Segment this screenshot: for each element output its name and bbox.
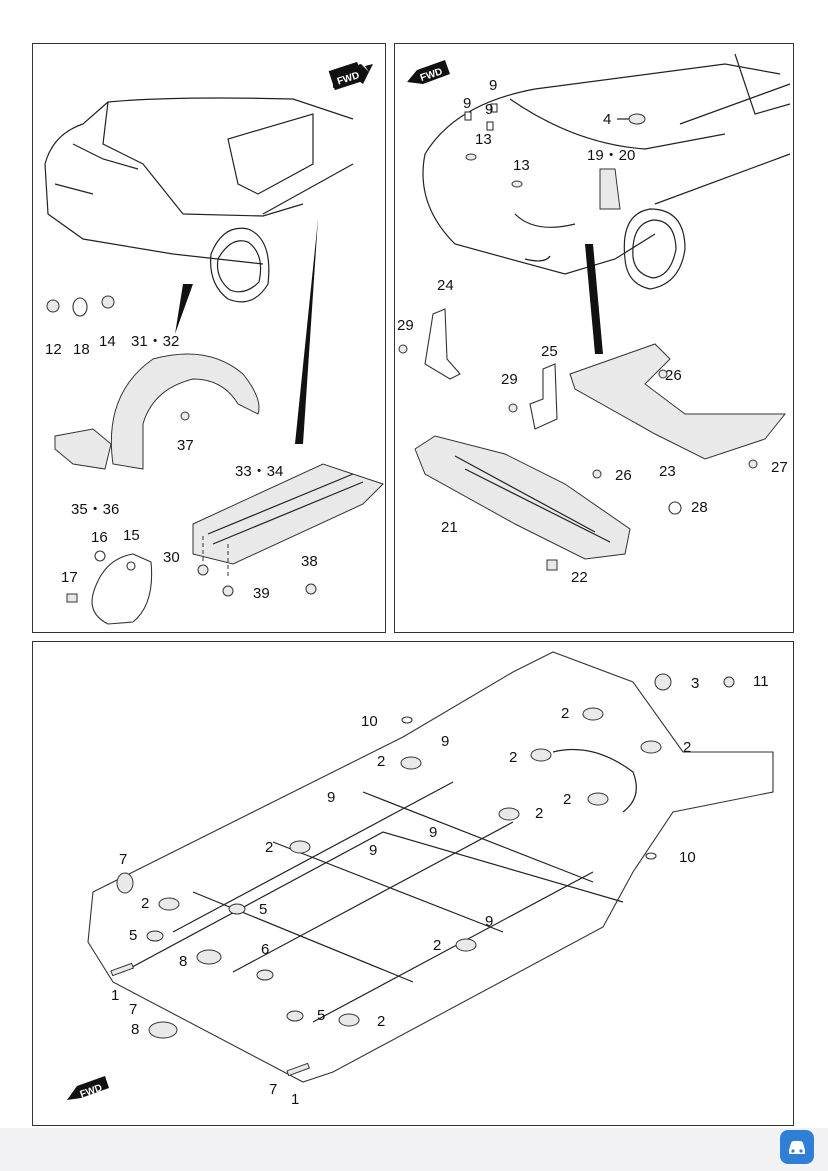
floor-cover-part-33-34: [192, 463, 384, 565]
fuel-lid-part: [91, 553, 153, 625]
label-part-9a: 9: [441, 733, 449, 750]
label-part-16: 16: [91, 529, 108, 546]
label-part-38: 38: [301, 553, 318, 570]
label-part-12: 12: [45, 341, 62, 358]
label-part-2a: 2: [561, 705, 569, 722]
front-parts-diagram: FWD 9 9 9 13 13 4 19・20 24 29 25 29 26 2…: [397, 53, 791, 586]
label-part-2i: 2: [433, 937, 441, 954]
label-part-24: 24: [437, 277, 454, 294]
label-part-7c: 7: [269, 1081, 277, 1098]
label-part-9a: 9: [463, 95, 471, 112]
fwd-arrow-icon: FWD: [407, 60, 450, 84]
app-car-icon[interactable]: [780, 1130, 814, 1164]
label-part-11: 11: [753, 673, 769, 690]
fwd-arrow-icon: FWD: [328, 61, 373, 91]
label-part-7b: 7: [129, 1001, 137, 1018]
floor-diagram: FWD 3 11 10 9 2 2 2 2 2 2 9 9 9 10 7 2 2…: [67, 651, 774, 1108]
label-part-25: 25: [541, 343, 558, 360]
label-part-9c: 9: [485, 101, 493, 118]
label-part-7a: 7: [119, 851, 127, 868]
label-part-13a: 13: [475, 131, 492, 148]
label-part-2g: 2: [265, 839, 273, 856]
label-part-29a: 29: [397, 317, 414, 334]
label-part-10a: 10: [361, 713, 378, 730]
label-part-2b: 2: [509, 749, 517, 766]
label-part-10b: 10: [679, 849, 696, 866]
label-part-3: 3: [691, 675, 699, 692]
label-part-31-32: 31・32: [131, 333, 179, 350]
bottom-bar: [0, 1128, 828, 1171]
panel-floor-plugs: FWD 3 11 10 9 2 2 2 2 2 2 9 9 9 10 7 2 2…: [32, 641, 794, 1126]
label-part-39: 39: [253, 585, 270, 602]
label-part-9e: 9: [485, 913, 493, 930]
wheel-liner-part: [110, 353, 260, 470]
panel-rear-fender-parts: FWD 12 18 14 31・32 37 35・36 16 15 17 33・…: [32, 43, 386, 633]
label-part-33-34: 33・34: [235, 463, 283, 480]
label-part-9b: 9: [489, 77, 497, 94]
label-part-18: 18: [73, 341, 90, 358]
label-part-8b: 8: [131, 1021, 139, 1038]
label-part-6: 6: [261, 941, 269, 958]
label-part-27: 27: [771, 459, 788, 476]
label-part-1a: 1: [111, 987, 119, 1004]
undercover-part-23: [569, 343, 787, 460]
label-part-13b: 13: [513, 157, 530, 174]
label-part-15: 15: [123, 527, 140, 544]
label-part-9b: 9: [327, 789, 335, 806]
label-part-9c: 9: [429, 824, 437, 841]
car-rear-outline: [44, 97, 354, 444]
label-part-26a: 26: [665, 367, 682, 384]
label-part-1b: 1: [291, 1091, 299, 1108]
label-part-2c: 2: [683, 739, 691, 756]
fwd-arrow-icon: FWD: [67, 1076, 109, 1101]
label-part-4: 4: [603, 111, 611, 128]
label-part-28: 28: [691, 499, 708, 516]
label-part-5a: 5: [259, 901, 267, 918]
label-part-14: 14: [99, 333, 116, 350]
bracket-part-25: [529, 363, 558, 430]
label-part-17: 17: [61, 569, 78, 586]
label-part-5b: 5: [129, 927, 137, 944]
label-part-26b: 26: [615, 467, 632, 484]
label-part-2d: 2: [377, 753, 385, 770]
label-part-19-20: 19・20: [587, 147, 635, 164]
label-part-8a: 8: [179, 953, 187, 970]
label-part-9d: 9: [369, 842, 377, 859]
label-part-35-36: 35・36: [71, 501, 119, 518]
label-part-2j: 2: [377, 1013, 385, 1030]
rear-parts-diagram: FWD 12 18 14 31・32 37 35・36 16 15 17 33・…: [44, 61, 384, 625]
label-part-37: 37: [177, 437, 194, 454]
label-part-5c: 5: [317, 1007, 325, 1024]
bracket-part-24: [424, 308, 461, 380]
label-part-2h: 2: [141, 895, 149, 912]
bracket-part-35-36: [54, 428, 112, 470]
label-part-2f: 2: [535, 805, 543, 822]
label-part-23: 23: [659, 463, 676, 480]
panel-front-undercover-parts: FWD 9 9 9 13 13 4 19・20 24 29 25 29 26 2…: [394, 43, 794, 633]
label-part-29b: 29: [501, 371, 518, 388]
label-part-21: 21: [441, 519, 458, 536]
label-part-2e: 2: [563, 791, 571, 808]
car-front-outline: [422, 53, 791, 354]
car-badge-icon: [789, 1141, 805, 1154]
label-part-30: 30: [163, 549, 180, 566]
floor-pan-body: [87, 651, 774, 1083]
label-part-22: 22: [571, 569, 588, 586]
